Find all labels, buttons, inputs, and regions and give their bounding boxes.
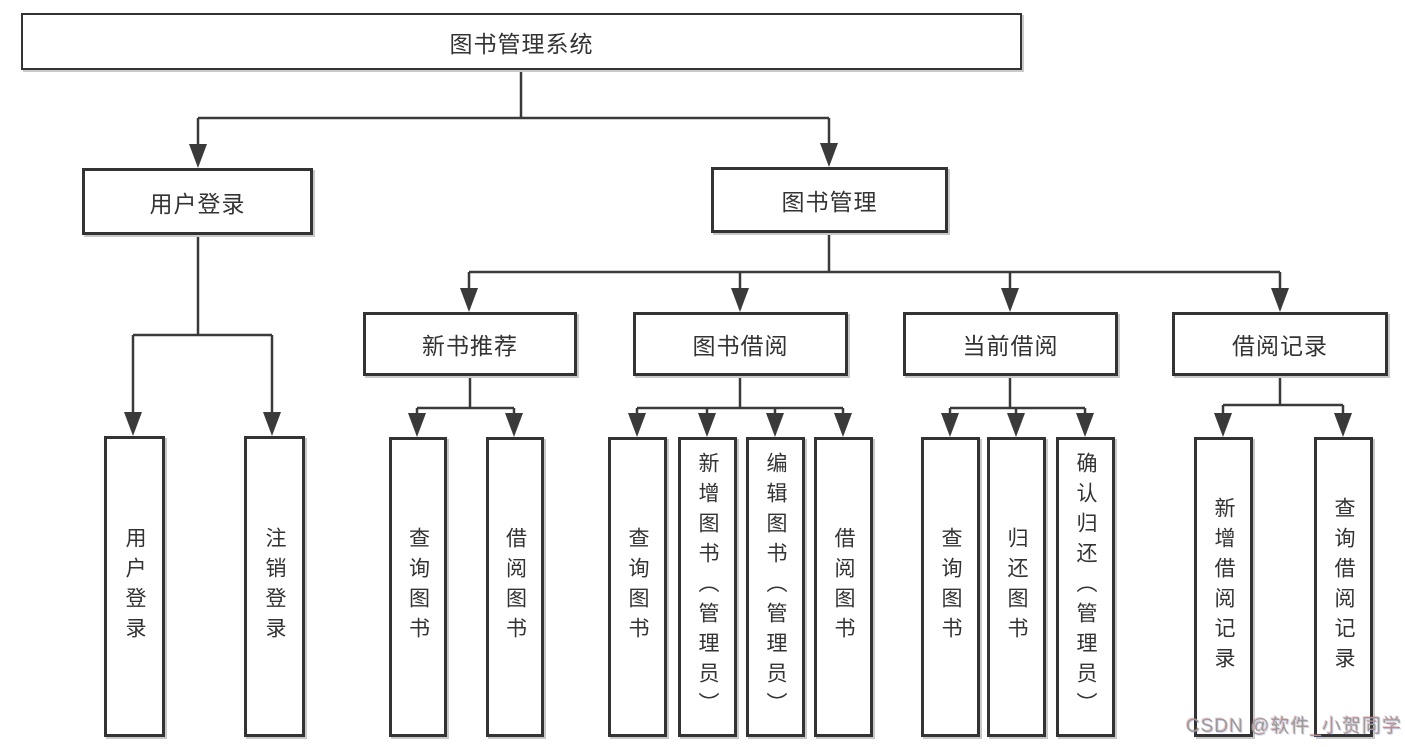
leaf-query-book-recommend-label: 查询图书 <box>406 527 430 647</box>
leaf-borrow-book: 借阅图书 <box>814 437 873 737</box>
node-book-borrow-label: 图书借阅 <box>692 333 789 359</box>
leaf-borrow-book-label: 借阅图书 <box>832 527 855 647</box>
leaf-logout: 注销登录 <box>244 436 305 737</box>
leaf-add-book-admin-label: 新增图书（管理员） <box>696 452 719 722</box>
leaf-query-borrow-record: 查询借阅记录 <box>1314 437 1373 737</box>
leaf-confirm-return-admin-label: 确认归还（管理员） <box>1074 452 1097 722</box>
leaf-return-book: 归还图书 <box>987 437 1046 737</box>
node-library-management-system: 图书管理系统 <box>21 13 1022 70</box>
node-book-management-label: 图书管理 <box>781 189 878 215</box>
leaf-query-book-borrow: 查询图书 <box>608 437 667 737</box>
leaf-query-book-current: 查询图书 <box>921 437 980 737</box>
node-user-login-label: 用户登录 <box>149 190 246 217</box>
connector-user-login <box>131 235 274 432</box>
connector-book-borrow <box>635 376 845 433</box>
leaf-query-book-borrow-label: 查询图书 <box>626 527 649 647</box>
leaf-query-book-recommend: 查询图书 <box>389 437 447 737</box>
leaf-query-book-current-label: 查询图书 <box>939 527 962 647</box>
node-borrow-records: 借阅记录 <box>1172 312 1388 376</box>
node-library-management-system-label: 图书管理系统 <box>449 30 594 57</box>
leaf-user-login: 用户登录 <box>104 436 165 737</box>
leaf-add-borrow-record-label: 新增借阅记录 <box>1212 497 1235 677</box>
leaf-add-book-admin: 新增图书（管理员） <box>678 437 737 737</box>
leaf-logout-label: 注销登录 <box>263 526 286 647</box>
node-new-book-recommend-label: 新书推荐 <box>422 333 518 359</box>
connector-root <box>196 70 831 164</box>
node-user-login: 用户登录 <box>82 168 313 235</box>
leaf-query-borrow-record-label: 查询借阅记录 <box>1332 497 1355 677</box>
leaf-user-login-label: 用户登录 <box>123 526 146 647</box>
node-book-borrow: 图书借阅 <box>633 312 848 376</box>
leaf-borrow-book-recommend-label: 借阅图书 <box>503 527 527 647</box>
watermark: CSDN @软件_小贺同学 <box>1186 716 1402 737</box>
node-new-book-recommend: 新书推荐 <box>363 312 577 376</box>
leaf-confirm-return-admin: 确认归还（管理员） <box>1056 437 1115 737</box>
leaf-borrow-book-recommend: 借阅图书 <box>486 437 544 737</box>
leaf-add-borrow-record: 新增借阅记录 <box>1194 437 1253 737</box>
node-current-borrow: 当前借阅 <box>903 312 1118 376</box>
leaf-edit-book-admin-label: 编辑图书（管理员） <box>764 452 787 722</box>
node-current-borrow-label: 当前借阅 <box>962 333 1059 359</box>
connector-book-management <box>467 233 1282 309</box>
leaf-edit-book-admin: 编辑图书（管理员） <box>746 437 805 737</box>
arrowheads <box>124 143 1352 437</box>
node-book-management: 图书管理 <box>711 167 948 233</box>
leaf-return-book-label: 归还图书 <box>1005 527 1028 647</box>
node-borrow-records-label: 借阅记录 <box>1232 333 1328 359</box>
connector-borrow-records <box>1221 376 1345 433</box>
connector-new-book-recommend <box>415 376 516 433</box>
